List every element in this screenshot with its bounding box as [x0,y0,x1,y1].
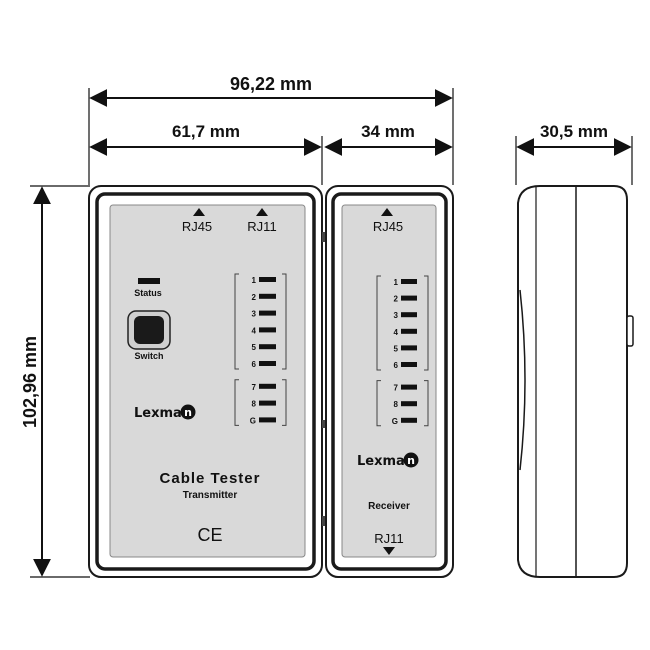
receiver-led [401,295,417,301]
dimension-height: 102,96 mm [20,185,90,578]
receiver-led [401,312,417,318]
rj45-arrow-icon [193,208,205,216]
transmitter-width-label: 61,7 mm [172,122,240,141]
transmitter-port-rj11: RJ11 [247,219,276,234]
receiver-led [401,328,417,334]
total-width-label: 96,22 mm [230,74,312,94]
rj11-arrow-icon [256,208,268,216]
transmitter-subtitle: Transmitter [183,490,238,501]
transmitter-brand-logo: Lexma n [134,404,196,421]
receiver-rj11-arrow-icon [383,547,395,555]
transmitter-led-label: 4 [252,326,257,335]
receiver-brand-logo: Lexma n [357,452,419,469]
transmitter-port-rj45: RJ45 [182,219,212,234]
switch-label: Switch [134,351,163,361]
receiver-unit: RJ45 1 2 3 4 5 6 7 8G Lexma n Receiver RJ11 [325,185,454,578]
dimension-receiver-width: 34 mm [324,122,453,156]
receiver-width-label: 34 mm [361,122,415,141]
transmitter-led [259,327,276,333]
transmitter-led-bracket [234,379,287,426]
transmitter-led [259,310,276,316]
dimension-total-width: 96,22 mm [88,74,454,185]
ce-mark: CE [197,525,222,545]
transmitter-led [259,400,276,406]
height-label: 102,96 mm [20,336,40,428]
receiver-led-label: 3 [394,311,399,320]
receiver-led-label: 6 [394,361,399,370]
side-view [517,185,634,578]
side-switch-nub [626,315,634,347]
receiver-led-bracket [376,275,429,371]
transmitter-led [259,344,276,350]
receiver-led-label: 7 [394,384,399,393]
dimension-transmitter-width: 61,7 mm [89,122,323,185]
receiver-led [401,345,417,351]
receiver-subtitle: Receiver [368,501,410,512]
transmitter-led-label: 7 [252,383,257,392]
transmitter-led [259,277,276,282]
receiver-port-rj45: RJ45 [373,219,403,234]
transmitter-unit: RJ45 RJ11 Status Switch 1 2 3 4 5 6 7 8G Lexma … [88,185,326,578]
receiver-led [401,362,417,367]
transmitter-brand-badge: n [184,406,192,419]
receiver-led [401,417,417,423]
receiver-led-bracket [376,380,429,427]
transmitter-led-label: 5 [252,343,257,352]
receiver-led-group: 1 2 3 4 5 6 7 8G [376,275,429,427]
receiver-led-label: 8 [394,400,399,409]
receiver-led-label: G [392,417,398,426]
transmitter-led-label: 3 [252,310,257,319]
transmitter-led-bracket [234,273,287,370]
transmitter-title: Cable Tester [160,470,261,487]
receiver-port-rj11: RJ11 [374,531,403,546]
transmitter-led-group: 1 2 3 4 5 6 7 8G [234,273,287,426]
receiver-led [401,279,417,284]
depth-label: 30,5 mm [540,122,608,141]
transmitter-led [259,293,276,299]
receiver-led-label: 2 [394,295,399,304]
transmitter-led-label: G [250,416,256,425]
transmitter-brand-text: Lexma [134,406,182,421]
receiver-brand-text: Lexma [357,454,405,469]
transmitter-led-label: 6 [252,360,257,369]
transmitter-led [259,383,276,389]
status-label: Status [134,288,162,298]
receiver-led-label: 4 [394,328,399,337]
receiver-panel [341,204,437,558]
receiver-led [401,384,417,390]
receiver-rj45-arrow-icon [381,208,393,216]
receiver-led-label: 1 [394,278,399,287]
transmitter-led-label: 1 [252,276,257,285]
transmitter-led-label: 8 [252,400,257,409]
status-led [138,278,160,284]
receiver-led [401,401,417,407]
transmitter-led [259,417,276,423]
receiver-led-label: 5 [394,344,399,353]
dimension-depth: 30,5 mm [515,122,633,185]
transmitter-panel [109,204,306,558]
transmitter-led-label: 2 [252,293,257,302]
transmitter-led [259,361,276,366]
receiver-brand-badge: n [407,454,415,467]
